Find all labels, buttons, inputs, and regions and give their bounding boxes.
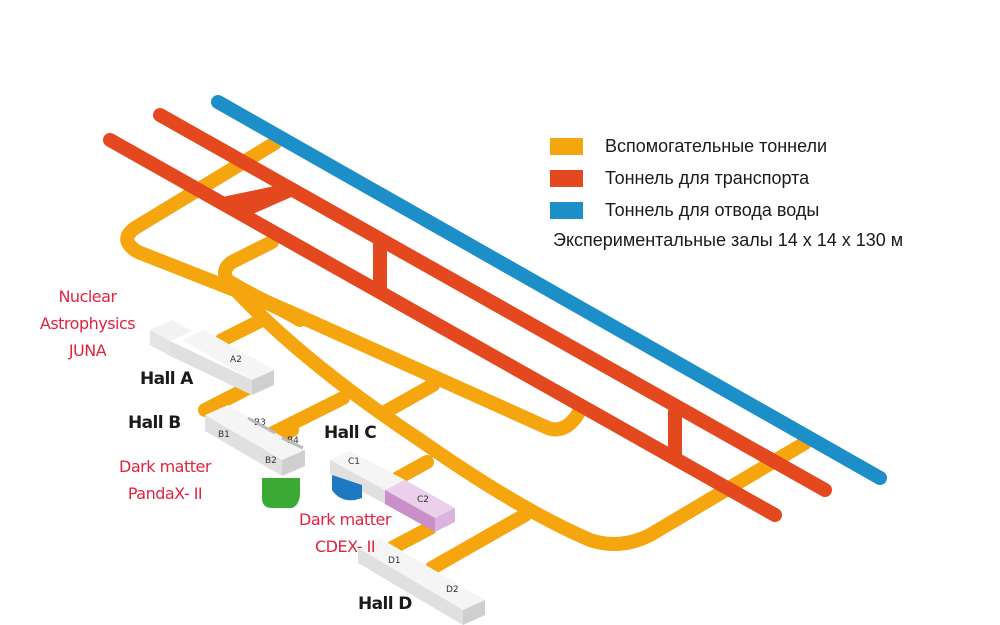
legend-item-auxiliary: Вспомогательные тоннели xyxy=(550,130,827,162)
legend: Вспомогательные тоннели Тоннель для тран… xyxy=(550,130,827,226)
cdex-label: Dark matter CDEX- II xyxy=(285,506,405,560)
legend-label-transport: Тоннель для транспорта xyxy=(605,167,810,188)
cdex-detector xyxy=(332,475,362,501)
legend-swatch-transport xyxy=(550,169,583,187)
hall-a-label: Hall A xyxy=(140,369,193,389)
transport-tunnel-2 xyxy=(153,108,832,497)
hall-c-box: C1 C2 xyxy=(330,451,455,532)
aux-branch-hall-a-2 xyxy=(198,381,255,417)
juna-label-line-3: JUNA xyxy=(68,341,107,360)
transport-tunnel-1 xyxy=(103,133,782,522)
legend-swatch-drainage xyxy=(550,201,583,219)
transport-connector-1 xyxy=(221,183,293,219)
transport-tunnels xyxy=(103,108,832,522)
cdex-label-line-2: CDEX- II xyxy=(314,537,376,556)
hall-c-label: Hall C xyxy=(324,423,377,443)
section-label-d1: D1 xyxy=(388,556,401,566)
legend-label-auxiliary: Вспомогательные тоннели xyxy=(605,135,828,156)
aux-branch-hall-a-1 xyxy=(215,313,269,347)
hall-a-box: A2 xyxy=(150,320,274,395)
cdex-label-line-1: Dark matter xyxy=(299,510,391,529)
section-label-b1: B1 xyxy=(218,430,230,440)
hall-d-label: Hall D xyxy=(358,594,412,614)
pandax-label: Dark matter PandaX- II xyxy=(105,453,225,507)
juna-label-line-2: Astrophysics xyxy=(39,314,136,333)
section-label-c1: C1 xyxy=(348,457,360,467)
aux-branch-c2 xyxy=(391,455,434,485)
legend-item-transport: Тоннель для транспорта xyxy=(550,162,827,194)
legend-item-drainage: Тоннель для отвода воды xyxy=(550,194,827,226)
auxiliary-tunnels xyxy=(120,136,812,575)
aux-branch-d2 xyxy=(425,508,532,575)
section-label-d2: D2 xyxy=(446,585,459,595)
juna-label-line-1: Nuclear xyxy=(58,287,117,306)
drainage-tunnel xyxy=(211,95,887,485)
pandax-label-line-2: PandaX- II xyxy=(127,484,203,503)
aux-tunnel-main-diagonal xyxy=(223,275,585,437)
drainage-tunnels xyxy=(211,95,887,485)
hall-b-label: Hall B xyxy=(128,413,181,433)
hall-b-box: B1 B2 B3 B4 xyxy=(205,405,305,476)
legend-label-drainage: Тоннель для отвода воды xyxy=(605,199,820,220)
section-label-a2: A2 xyxy=(230,355,242,365)
juna-label: Nuclear Astrophysics JUNA xyxy=(30,283,145,364)
aux-branch-d1 xyxy=(385,521,437,555)
legend-swatch-auxiliary xyxy=(550,137,583,155)
pandax-label-line-1: Dark matter xyxy=(119,457,211,476)
legend-note: Экспериментальные залы 14 x 14 x 130 м xyxy=(553,230,904,250)
aux-branch-c xyxy=(378,378,440,419)
pandax-detector xyxy=(262,478,300,508)
section-label-c2: C2 xyxy=(417,495,429,505)
aux-tunnel-inner-loop xyxy=(218,235,812,551)
section-label-b4: B4 xyxy=(287,436,299,446)
section-label-b2: B2 xyxy=(265,456,277,466)
hall-d-box: D1 D2 xyxy=(358,538,485,625)
